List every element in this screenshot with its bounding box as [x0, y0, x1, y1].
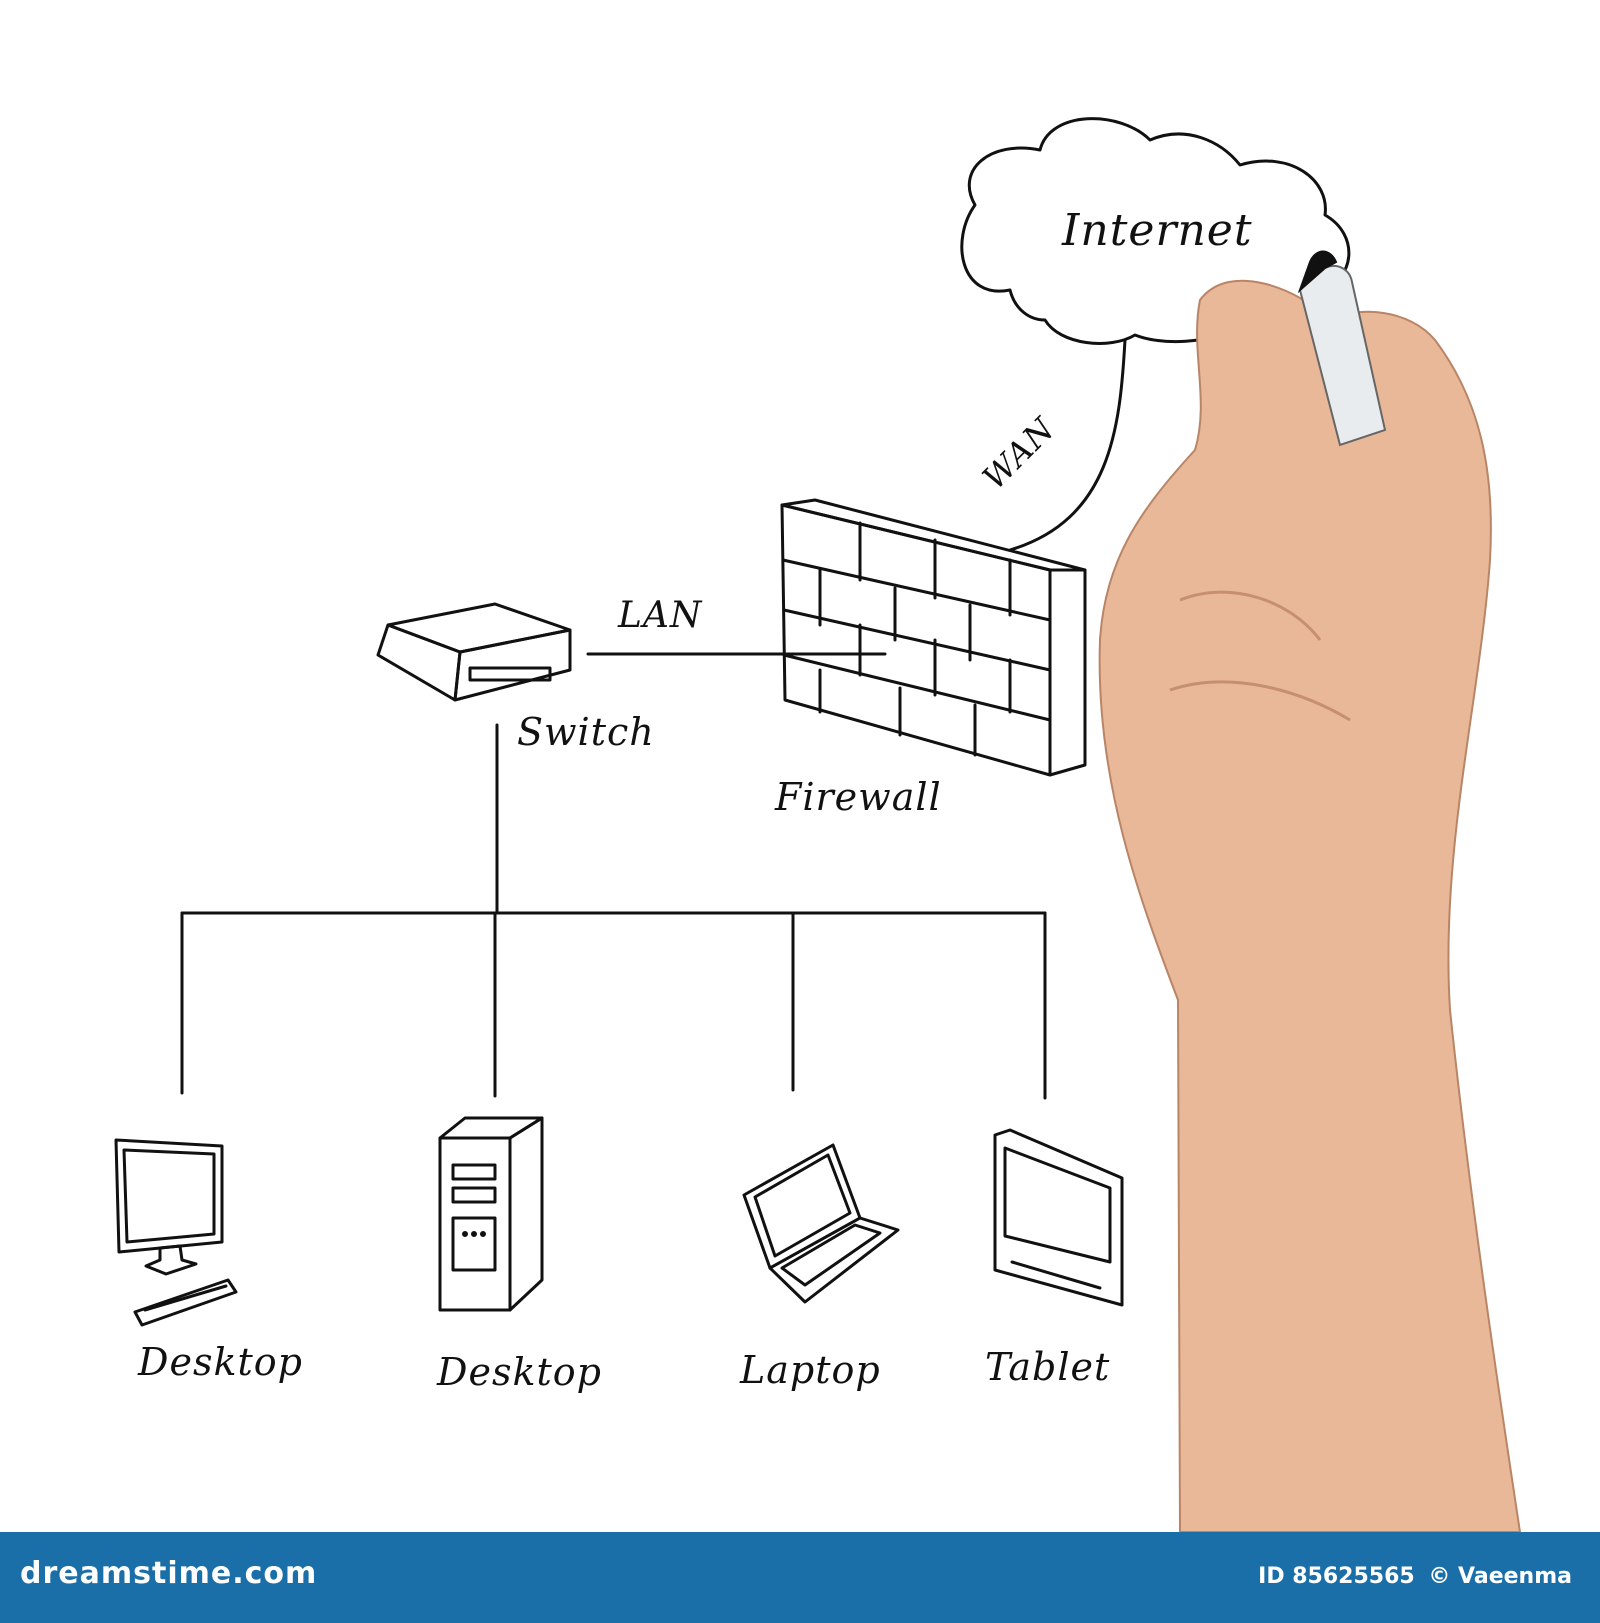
network-diagram: [114, 117, 1522, 1532]
laptop-icon: [742, 1143, 900, 1304]
desktop-1-label: Desktop: [138, 1340, 303, 1384]
tablet-label: Tablet: [985, 1345, 1111, 1389]
firewall-label: Firewall: [775, 775, 942, 819]
internet-cloud-icon: [960, 117, 1351, 345]
firewall-icon: [780, 498, 1087, 777]
desktop-2-label: Desktop: [437, 1350, 602, 1394]
laptop-label: Laptop: [740, 1348, 881, 1392]
desktop-monitor-icon: [114, 1138, 238, 1327]
brand-logo: dreamstime.com: [20, 1556, 318, 1591]
internet-label: Internet: [1062, 205, 1253, 256]
author-credit: © Vaeenma: [1428, 1564, 1572, 1589]
footer-bar: dreamstime.com ID 85625565 © Vaeenma: [0, 1532, 1600, 1623]
image-id: ID 85625565: [1258, 1564, 1415, 1589]
switch-icon: [376, 602, 572, 702]
hand-with-marker: [1098, 250, 1522, 1532]
tablet-icon: [993, 1128, 1124, 1307]
wan-link: [1008, 338, 1127, 552]
desktop-tower-icon: [438, 1116, 544, 1312]
switch-label: Switch: [517, 710, 655, 754]
image-credit: ID 85625565 © Vaeenma: [1252, 1564, 1572, 1589]
lan-label: LAN: [618, 595, 703, 636]
